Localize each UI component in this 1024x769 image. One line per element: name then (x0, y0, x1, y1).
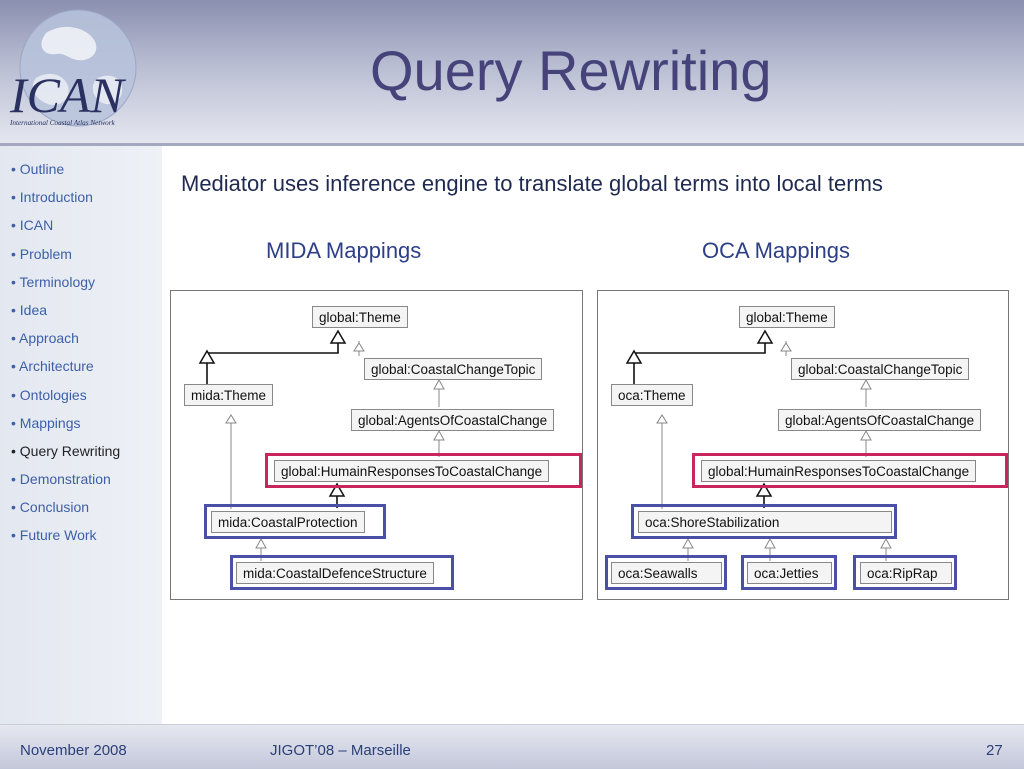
sidebar-item[interactable]: • Terminology (11, 273, 96, 290)
header-divider (0, 143, 1024, 146)
oca-theme-node: oca:Theme (611, 384, 693, 406)
mida-agents-of-coastal-change-node: global:AgentsOfCoastalChange (351, 409, 555, 431)
sidebar-item[interactable]: • Future Work (11, 527, 97, 544)
sidebar-item[interactable]: • Idea (11, 301, 48, 318)
sidebar-item[interactable]: • Approach (11, 330, 79, 347)
sidebar-item[interactable]: • Outline (11, 161, 65, 177)
sidebar-nav: • Outline • Introduction • ICAN • Problem • … (0, 146, 162, 724)
oca-shore-stabilization-node: oca:ShoreStabilization (638, 511, 892, 533)
mida-coastal-defence-structure-node: mida:CoastalDefenceStructure (236, 562, 434, 584)
oca-riprap-node: oca:RipRap (860, 562, 952, 584)
mida-mapping-diagram: global:Theme global:CoastalChangeTopic m… (170, 290, 583, 600)
oca-riprap-highlight (853, 555, 957, 590)
sidebar-item[interactable]: • Mappings (11, 414, 81, 431)
mida-coastal-change-topic-node: global:CoastalChangeTopic (364, 358, 543, 380)
oca-jetties-node: oca:Jetties (747, 562, 832, 584)
footer-event: JIGOT’08 – Marseille (270, 742, 411, 759)
oca-jetties-highlight (741, 555, 837, 590)
footer-date: November 2008 (20, 742, 127, 759)
oca-shore-stabilization-highlight (631, 504, 897, 539)
mida-edges (198, 329, 445, 561)
mida-global-theme-node: global:Theme (312, 306, 408, 328)
mida-coastal-protection-highlight (204, 504, 386, 539)
oca-human-responses-highlight (692, 453, 1008, 488)
oca-seawalls-node: oca:Seawalls (611, 562, 722, 584)
sidebar-item[interactable]: • Conclusion (11, 499, 90, 516)
slide-subtitle: Mediator uses inference engine to transl… (181, 171, 883, 196)
sidebar-item[interactable]: • Problem (11, 245, 72, 262)
mida-human-responses-node: global:HumainResponsesToCoastalChange (274, 460, 550, 482)
mida-mappings-heading: MIDA Mappings (266, 238, 422, 263)
slide-footer: November 2008 JIGOT’08 – Marseille 27 (0, 724, 1024, 769)
sidebar-item[interactable]: • Introduction (11, 189, 93, 206)
oca-global-theme-node: global:Theme (739, 306, 835, 328)
logo-text: ICAN (9, 67, 127, 123)
sidebar-item[interactable]: • Ontologies (11, 386, 87, 403)
oca-human-responses-node: global:HumainResponsesToCoastalChange (701, 460, 977, 482)
oca-coastal-change-topic-node: global:CoastalChangeTopic (791, 358, 970, 380)
mida-coastal-defence-highlight (230, 555, 454, 590)
page-title: Query Rewriting (370, 39, 772, 102)
mida-coastal-protection-node: mida:CoastalProtection (211, 511, 365, 533)
oca-edges (625, 329, 892, 561)
sidebar-item[interactable]: • ICAN (11, 217, 54, 234)
ican-logo: ICAN International Coastal Atlas Network (9, 9, 137, 127)
oca-agents-of-coastal-change-node: global:AgentsOfCoastalChange (778, 409, 982, 431)
logo-subtext: International Coastal Atlas Network (9, 119, 115, 127)
slide-header (0, 0, 1024, 145)
sidebar-item[interactable]: • Architecture (11, 358, 94, 375)
oca-mapping-diagram: global:Theme global:CoastalChangeTopic o… (597, 290, 1009, 600)
sidebar-item[interactable]: • Demonstration (11, 471, 111, 488)
oca-seawalls-highlight (605, 555, 727, 590)
footer-page-number: 27 (986, 742, 1003, 759)
mida-human-responses-highlight (265, 453, 582, 488)
sidebar-item[interactable]: • Query Rewriting (11, 442, 121, 459)
mida-theme-node: mida:Theme (184, 384, 274, 406)
oca-mappings-heading: OCA Mappings (702, 238, 850, 263)
